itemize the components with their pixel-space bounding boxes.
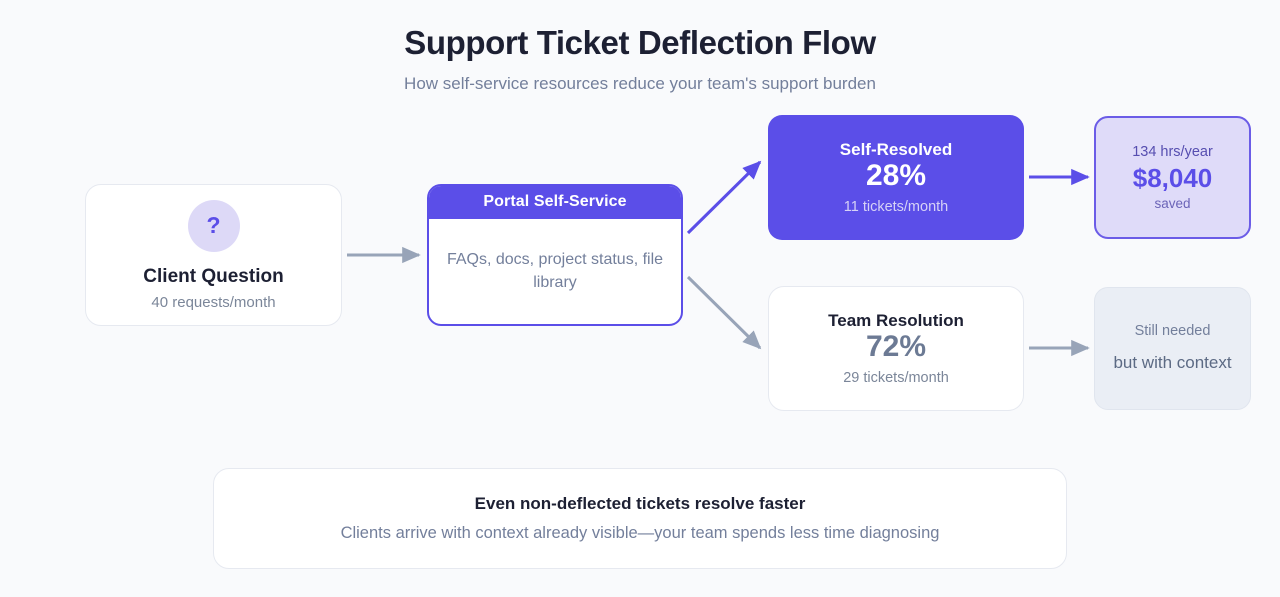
node-savings[interactable]: 134 hrs/year $8,040 saved bbox=[1094, 116, 1251, 239]
still-needed-main: but with context bbox=[1113, 352, 1232, 372]
edge-portal-to-team-resolution bbox=[686, 275, 762, 350]
self-resolved-tickets: 11 tickets/month bbox=[843, 199, 949, 216]
client-question-title: Client Question bbox=[143, 265, 284, 287]
savings-caption: saved bbox=[1154, 195, 1191, 211]
self-resolved-percent: 28% bbox=[865, 158, 927, 192]
page-title: Support Ticket Deflection Flow bbox=[404, 24, 876, 61]
portal-body-text: FAQs, docs, project status, file library bbox=[446, 250, 664, 291]
node-portal-self-service[interactable]: Portal Self-Service FAQs, docs, project … bbox=[427, 184, 683, 326]
self-resolved-label: Self-Resolved bbox=[839, 139, 953, 159]
question-mark-icon: ? bbox=[187, 199, 240, 252]
edge-portal-to-self-resolved bbox=[686, 160, 762, 235]
client-question-subtitle: 40 requests/month bbox=[151, 293, 276, 311]
savings-amount: $8,040 bbox=[1132, 163, 1213, 194]
footer-title: Even non-deflected tickets resolve faste… bbox=[474, 494, 806, 513]
team-resolution-label: Team Resolution bbox=[828, 310, 964, 330]
still-needed-top: Still needed bbox=[1134, 322, 1211, 339]
portal-header-label: Portal Self-Service bbox=[429, 186, 681, 219]
team-resolution-tickets: 29 tickets/month bbox=[843, 370, 949, 387]
node-team-resolution[interactable]: Team Resolution 72% 29 tickets/month bbox=[768, 286, 1024, 411]
node-client-question[interactable]: ? Client Question 40 requests/month bbox=[85, 184, 342, 326]
footer-banner: Even non-deflected tickets resolve faste… bbox=[213, 468, 1067, 569]
savings-hours: 134 hrs/year bbox=[1132, 144, 1213, 161]
team-resolution-percent: 72% bbox=[865, 329, 927, 363]
footer-subtitle: Clients arrive with context already visi… bbox=[340, 524, 940, 542]
node-self-resolved[interactable]: Self-Resolved 28% 11 tickets/month bbox=[768, 115, 1024, 240]
page-subtitle: How self-service resources reduce your t… bbox=[404, 74, 876, 93]
node-still-needed[interactable]: Still needed but with context bbox=[1094, 287, 1251, 410]
